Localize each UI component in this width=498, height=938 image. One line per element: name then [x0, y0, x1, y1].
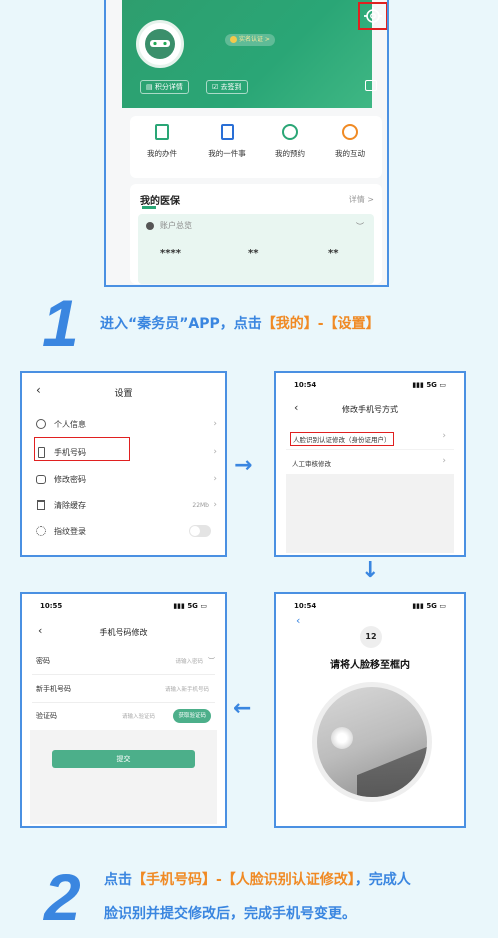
- chevron-right-icon: ›: [213, 500, 217, 510]
- new-phone-field[interactable]: 新手机号码 请输入新手机号码: [36, 685, 209, 693]
- trash-icon: [37, 500, 45, 510]
- clock-icon: [282, 124, 298, 140]
- badge-icon: [230, 36, 237, 43]
- step2-number: 2: [44, 860, 81, 934]
- avatar: [136, 20, 184, 68]
- step2-text-line2: 脸识别并提交修改后，完成手机号变更。: [104, 906, 356, 922]
- profile-header: 实名认证 > ▤ 积分详情 ☑ 去签到: [122, 0, 387, 108]
- settings-title: 设置: [114, 389, 133, 399]
- back-icon[interactable]: ‹: [36, 383, 41, 397]
- doc-icon: [155, 124, 169, 140]
- method-list: 人脸识别认证修改（身份证用户） › 人工审核修改 ›: [286, 423, 454, 553]
- get-code-button[interactable]: 获取验证码: [173, 709, 211, 723]
- step1-text: 进入“秦务员”APP，点击【我的】-【设置】: [100, 316, 380, 332]
- form-footer-area: 提交: [30, 730, 217, 824]
- password-field[interactable]: 密码 请输入密码 ︶: [36, 657, 215, 665]
- eye-icon[interactable]: ︶: [356, 222, 364, 231]
- settings-phone-frame: ‹ 设置 个人信息 › 手机号码 › 修改密码 › 清除缓存 22Mb › 指纹…: [20, 371, 227, 557]
- back-icon[interactable]: ‹: [294, 401, 299, 414]
- arrow-right-icon: →: [234, 453, 253, 478]
- verified-badge[interactable]: 实名认证 >: [225, 34, 275, 46]
- chevron-right-icon: ›: [213, 447, 217, 457]
- chevron-right-icon: ›: [442, 431, 446, 441]
- settings-item-phone[interactable]: 手机号码 ›: [22, 441, 225, 463]
- chevron-right-icon: ›: [213, 474, 217, 484]
- insurance-card: 我的医保 详情 > 账户总览 ︶ **** ** **: [130, 184, 382, 284]
- settings-item-fingerprint: 指纹登录: [22, 520, 225, 542]
- option-face-recognition[interactable]: 人脸识别认证修改（身份证用户） ›: [286, 423, 454, 449]
- action-hudong[interactable]: 我的互动: [322, 124, 378, 159]
- step1-number: 1: [42, 286, 79, 360]
- chat-icon: [342, 124, 358, 140]
- arrow-left-icon: ←: [233, 696, 252, 721]
- checkin-icon: ☑: [212, 83, 221, 91]
- clipboard-icon: [220, 124, 234, 140]
- settings-button[interactable]: [358, 2, 387, 30]
- account-panel: 账户总览 ︶ **** ** **: [138, 214, 374, 284]
- option-manual-review[interactable]: 人工审核修改 ›: [286, 450, 454, 474]
- fingerprint-icon: [36, 526, 46, 536]
- back-icon[interactable]: ‹: [38, 624, 43, 637]
- action-yijianshi[interactable]: 我的一件事: [196, 124, 258, 159]
- face-phone-frame: 10:54 ▮▮▮ 5G ▭ ‹ 12 请将人脸移至框内: [274, 592, 466, 828]
- checkin-button[interactable]: ☑ 去签到: [206, 80, 248, 94]
- back-icon[interactable]: ‹: [296, 614, 301, 627]
- phone-highlight-box: [34, 437, 130, 461]
- actions-card: 我的办件 我的一件事 我的预约 我的互动: [130, 116, 382, 178]
- points-detail-button[interactable]: ▤ 积分详情: [140, 80, 189, 94]
- gear-icon: [364, 7, 382, 25]
- top-phone-frame: 实名认证 > ▤ 积分详情 ☑ 去签到 我的办件 我的一件事 我的预约 我的互动: [104, 0, 389, 287]
- submit-button[interactable]: 提交: [52, 750, 195, 768]
- countdown-badge: 12: [360, 626, 382, 648]
- settings-item-password[interactable]: 修改密码 ›: [22, 468, 225, 490]
- eye-icon[interactable]: ︶: [208, 657, 215, 665]
- insurance-title: 我的医保: [140, 196, 180, 207]
- modify-method-phone-frame: 10:54 ▮▮▮ 5G ▭ ‹ 修改手机号方式 人脸识别认证修改（身份证用户）…: [274, 371, 466, 557]
- user-icon: [146, 222, 154, 230]
- points-icon: ▤: [146, 83, 155, 91]
- person-icon: [36, 419, 46, 429]
- message-icon[interactable]: [365, 80, 377, 91]
- lock-icon: [36, 474, 46, 484]
- action-yuyue[interactable]: 我的预约: [262, 124, 318, 159]
- settings-item-clear-cache[interactable]: 清除缓存 22Mb ›: [22, 494, 225, 516]
- phone-icon: [38, 446, 45, 458]
- phone-modify-frame: 10:55 ▮▮▮ 5G ▭ ‹ 手机号码修改 密码 请输入密码 ︶ 新手机号码…: [20, 592, 227, 828]
- settings-item-personal-info[interactable]: 个人信息 ›: [22, 413, 225, 435]
- camera-light: [331, 727, 353, 749]
- step2-text-line1: 点击【手机号码】-【人脸识别认证修改】，完成人: [104, 872, 411, 888]
- insurance-details-link[interactable]: 详情 >: [348, 195, 374, 204]
- chevron-right-icon: ›: [213, 419, 217, 429]
- action-banjian[interactable]: 我的办件: [134, 124, 190, 159]
- camera-ceiling: [357, 738, 427, 797]
- title-underline: [142, 206, 156, 209]
- face-capture-circle: [312, 682, 432, 802]
- arrow-down-icon: ↓: [361, 558, 380, 583]
- fingerprint-toggle[interactable]: [189, 525, 211, 537]
- chevron-right-icon: ›: [442, 456, 446, 466]
- verification-code-field[interactable]: 验证码 请输入验证码 获取验证码: [22, 704, 225, 728]
